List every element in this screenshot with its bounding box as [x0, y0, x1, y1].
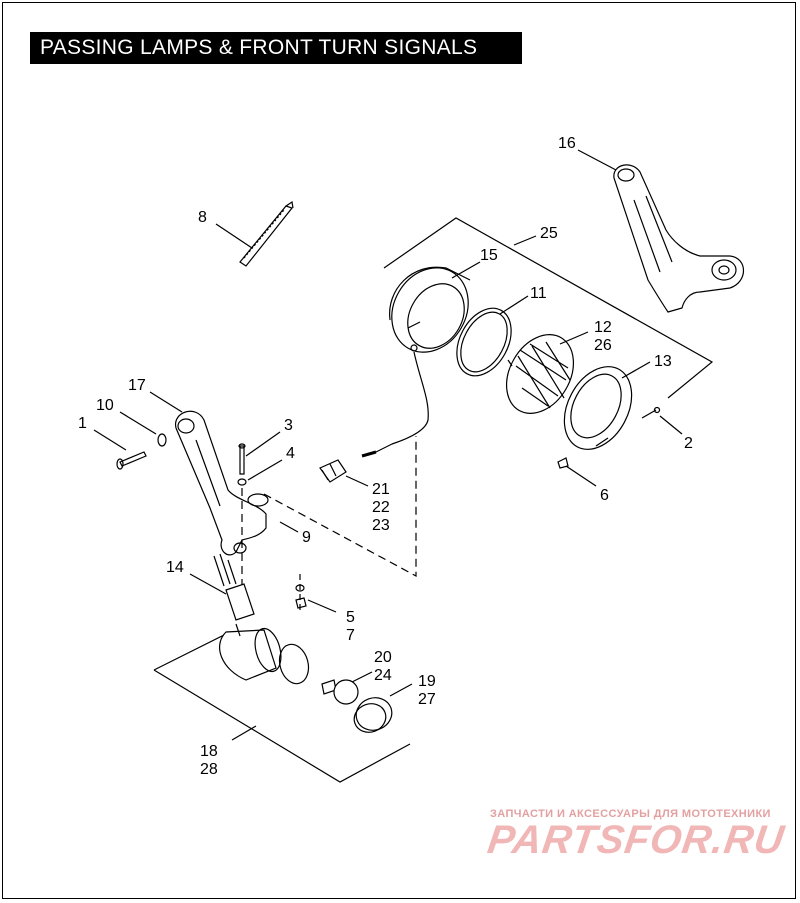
turn-signal-body [219, 623, 310, 685]
leader-20 [351, 671, 373, 683]
centerline-9 [263, 436, 417, 578]
callout-10: 10 [96, 397, 114, 414]
part-4-washer [237, 478, 247, 486]
callout-23: 23 [372, 517, 390, 534]
callout-21: 21 [372, 481, 390, 498]
leader-21 [345, 475, 369, 487]
callout-6: 6 [600, 487, 609, 504]
callout-8: 8 [198, 209, 207, 226]
callout-5: 5 [346, 609, 355, 626]
callout-27: 27 [418, 691, 436, 708]
part-8-strap [239, 200, 294, 267]
callout-7: 7 [346, 627, 355, 644]
leader-1 [93, 429, 127, 451]
callout-2: 2 [684, 435, 693, 452]
leader-5 [307, 599, 337, 613]
part-9-spacer [247, 493, 269, 507]
callout-25: 25 [540, 225, 558, 242]
leader-3 [245, 431, 281, 457]
part-15-housing [389, 266, 471, 353]
callout-4: 4 [286, 445, 295, 462]
part-20-bulb [321, 679, 359, 705]
callout-18: 18 [200, 743, 218, 760]
leader-16 [577, 149, 617, 171]
callout-19: 19 [418, 673, 436, 690]
part-3-screw [238, 443, 246, 475]
callout-17: 17 [128, 377, 146, 394]
leader-6 [565, 465, 597, 487]
part-5-nut [295, 584, 307, 609]
wire-harness [375, 351, 429, 453]
watermark-subtitle: ЗАПЧАСТИ И АКСЕССУАРЫ ДЛЯ МОТОТЕХНИКИ [490, 808, 771, 820]
part-19-lens [353, 697, 393, 733]
leader-25 [513, 235, 537, 246]
callout-14: 14 [166, 559, 184, 576]
callout-labels: 8 16 25 15 11 12 26 13 2 6 21 22 23 17 1… [78, 135, 693, 778]
diagram-title: PASSING LAMPS & FRONT TURN SIGNALS [40, 36, 478, 59]
callout-20: 20 [374, 649, 392, 666]
leader-4 [247, 459, 283, 481]
callout-13: 13 [654, 353, 672, 370]
callout-3: 3 [284, 417, 293, 434]
callout-22: 22 [372, 499, 390, 516]
callout-15: 15 [480, 247, 498, 264]
leader-17 [149, 391, 183, 413]
leader-18 [231, 725, 257, 741]
callout-11: 11 [530, 285, 547, 302]
callout-24: 24 [374, 667, 392, 684]
leader-19 [389, 683, 413, 697]
part-2-screw [641, 406, 661, 419]
leader-13 [621, 361, 651, 379]
part-14-mount [213, 553, 255, 621]
part-6-nut [557, 457, 569, 469]
part-12-lamp-unit [505, 334, 575, 414]
callout-28: 28 [200, 761, 218, 778]
leader-15 [451, 261, 481, 279]
callout-12: 12 [594, 319, 612, 336]
callout-9: 9 [302, 529, 311, 546]
leader-11 [499, 295, 529, 315]
part-1-bolt [116, 451, 147, 470]
leader-2 [659, 415, 683, 435]
part-13-trim-ring [563, 366, 633, 450]
leader-14 [189, 573, 227, 595]
callout-16: 16 [558, 135, 576, 152]
part-16-bracket [613, 164, 745, 313]
leader-10 [119, 411, 157, 435]
part-21-connector [319, 459, 347, 483]
callout-26: 26 [594, 337, 612, 354]
leader-12 [559, 331, 589, 345]
part-11-ring [456, 307, 512, 377]
leader-8 [215, 223, 253, 249]
bracket-18 [153, 633, 411, 783]
watermark-logo: PARTSFOR.RU [484, 818, 788, 862]
part-17-bracket [175, 410, 267, 556]
callout-1: 1 [78, 415, 87, 432]
bracket-25 [383, 217, 714, 399]
part-10-washer [157, 433, 167, 447]
title-bar: PASSING LAMPS & FRONT TURN SIGNALS [30, 32, 522, 64]
